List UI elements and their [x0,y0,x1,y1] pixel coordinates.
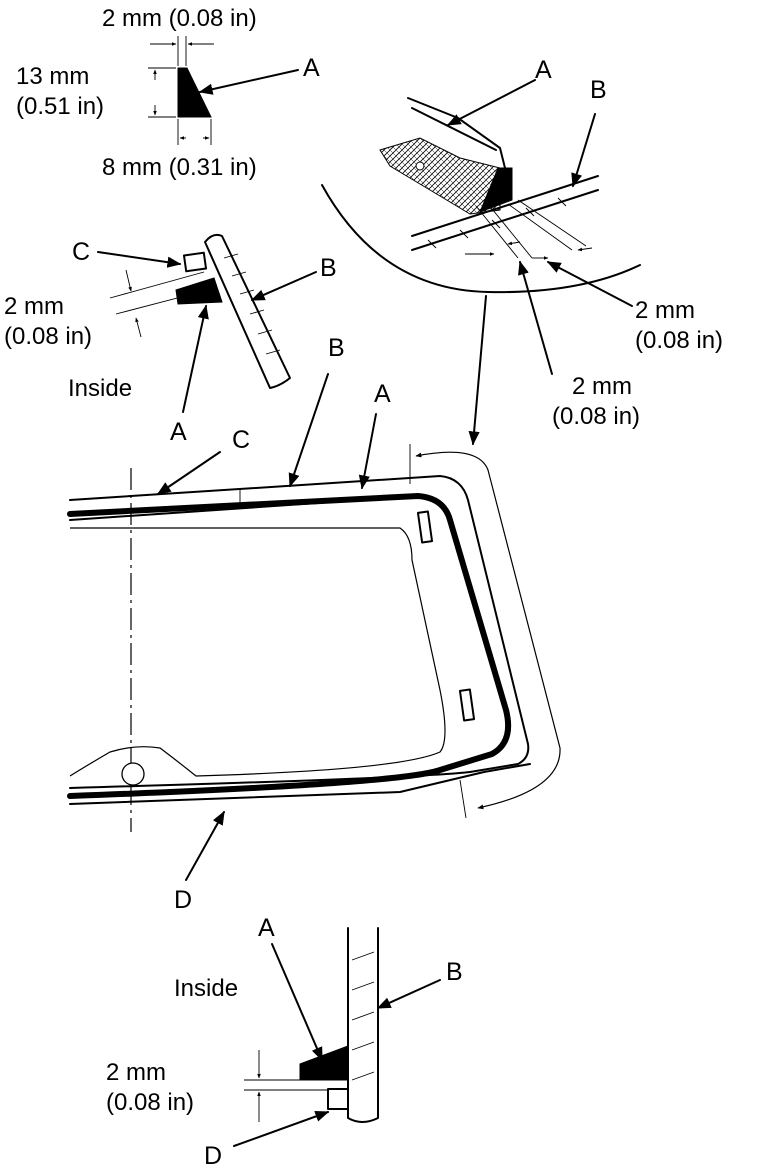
dam-a-section [175,277,223,305]
spacer-c [182,251,208,273]
windshield-main-view: C B A D [67,334,561,914]
callout-a-profile: A [303,54,320,82]
section-d-detail: 2 mm (0.08 in) Inside A B D [106,914,463,1170]
inside-label-top: Inside [68,375,132,402]
glass-edge [407,97,506,169]
urethane-bead-hatched [379,137,501,215]
gap-mid-in: (0.08 in) [552,403,640,430]
clip-upper [416,510,434,544]
gap-c-in: (0.08 in) [4,323,92,350]
top-width-dimension: 2 mm (0.08 in) [102,5,257,32]
glass-section-b [204,233,291,389]
gap-d-in: (0.08 in) [106,1089,194,1116]
callout-c-section: C [72,238,90,266]
callout-a-main: A [374,380,391,408]
clip-lower [458,688,476,722]
callout-b-lower: B [446,958,463,986]
callout-a-lower: A [258,914,275,942]
magnified-corner-detail: A B 2 mm (0.08 in) 2 mm (0.08 in) [321,56,723,446]
gap-right-mm: 2 mm [635,297,695,324]
glass-outer-edge [69,475,530,789]
callout-a-section: A [170,418,187,446]
dam-profile-detail: 2 mm (0.08 in) 13 mm (0.51 in) 8 mm (0.3… [16,5,320,181]
dam-a-magnified [479,167,513,213]
height-dimension-mm: 13 mm [16,63,89,90]
adhesive-bead-a [67,493,512,799]
callout-a-magnified: A [535,56,552,84]
callout-b-section: B [320,254,337,282]
mirror-mount [121,762,145,786]
gap-mid-mm: 2 mm [572,373,632,400]
gap-d-mm: 2 mm [106,1059,166,1086]
gap-right-in: (0.08 in) [635,327,723,354]
magnifier-outline [321,184,641,294]
callout-b-main: B [328,334,345,362]
callout-c-main: C [232,426,250,454]
application-direction-arrow [415,451,561,810]
glass-section-b-lower [347,927,379,1123]
callout-d-main: D [174,886,192,914]
dam-profile-shape [177,67,212,118]
callout-d-lower: D [204,1142,222,1170]
gap-c-mm: 2 mm [4,293,64,320]
callout-b-magnified: B [590,76,607,104]
height-dimension-in: (0.51 in) [16,93,104,120]
section-c-detail: 2 mm (0.08 in) Inside C B A [4,233,337,446]
spacer-d [327,1088,349,1110]
inner-opening [69,527,446,777]
base-width-dimension: 8 mm (0.31 in) [102,154,257,181]
dam-a-lower [299,1045,349,1081]
inside-label-bottom: Inside [174,975,238,1002]
